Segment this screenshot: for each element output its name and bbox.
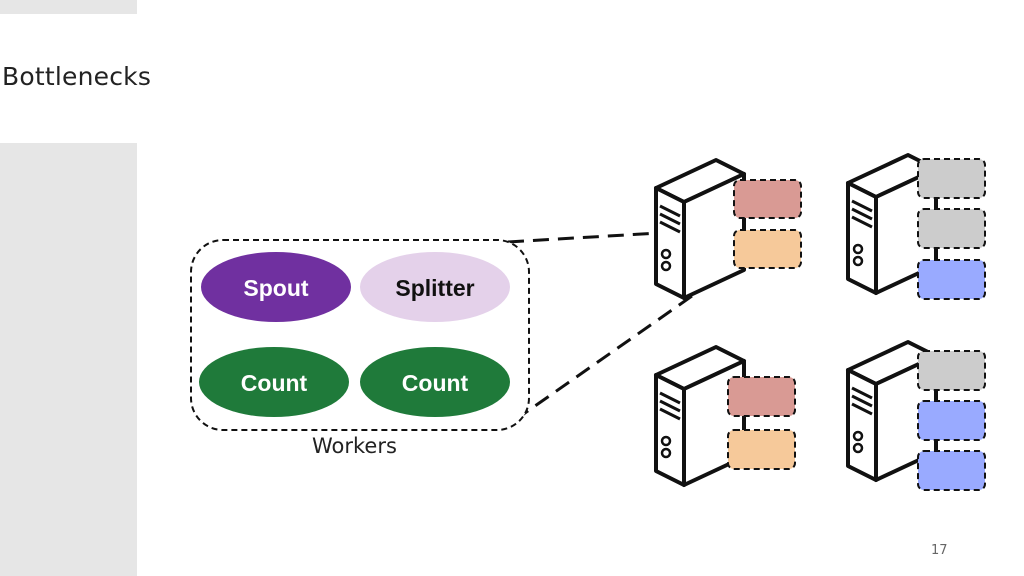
slot-orange: [733, 229, 802, 269]
server-icon: [654, 158, 746, 300]
side-panel-top: [0, 0, 137, 14]
server-top-left: [654, 158, 802, 300]
slot-blue: [917, 259, 986, 300]
server-bottom-left: [654, 345, 796, 487]
server-top-right: [846, 153, 986, 300]
connector-line-top: [507, 226, 743, 244]
spout-ellipse: [201, 252, 351, 322]
slot-gray: [917, 208, 986, 249]
count-1-ellipse: [199, 347, 349, 417]
splitter-label: Splitter: [395, 275, 474, 301]
page-number: 17: [931, 543, 948, 558]
worker-node-splitter: Splitter: [360, 252, 510, 322]
slot-blue: [917, 450, 986, 491]
workers-label: Workers: [312, 434, 397, 458]
spout-label: Spout: [243, 275, 308, 301]
side-panel: [0, 143, 137, 576]
splitter-ellipse: [360, 252, 510, 322]
worker-node-spout: Spout: [201, 252, 351, 322]
slot-gray: [917, 158, 986, 199]
slot-red: [727, 376, 796, 417]
slide-title: Bottlenecks: [2, 62, 152, 91]
slot-blue: [917, 400, 986, 441]
connector-line-bottom: [514, 280, 713, 422]
slot-orange: [727, 429, 796, 470]
worker-node-count-2: Count: [360, 347, 510, 417]
worker-node-count-1: Count: [199, 347, 349, 417]
count-2-label: Count: [402, 370, 469, 396]
server-bottom-right: [846, 340, 986, 491]
slot-red: [733, 179, 802, 219]
count-2-ellipse: [360, 347, 510, 417]
count-1-label: Count: [241, 370, 308, 396]
slot-gray: [917, 350, 986, 391]
